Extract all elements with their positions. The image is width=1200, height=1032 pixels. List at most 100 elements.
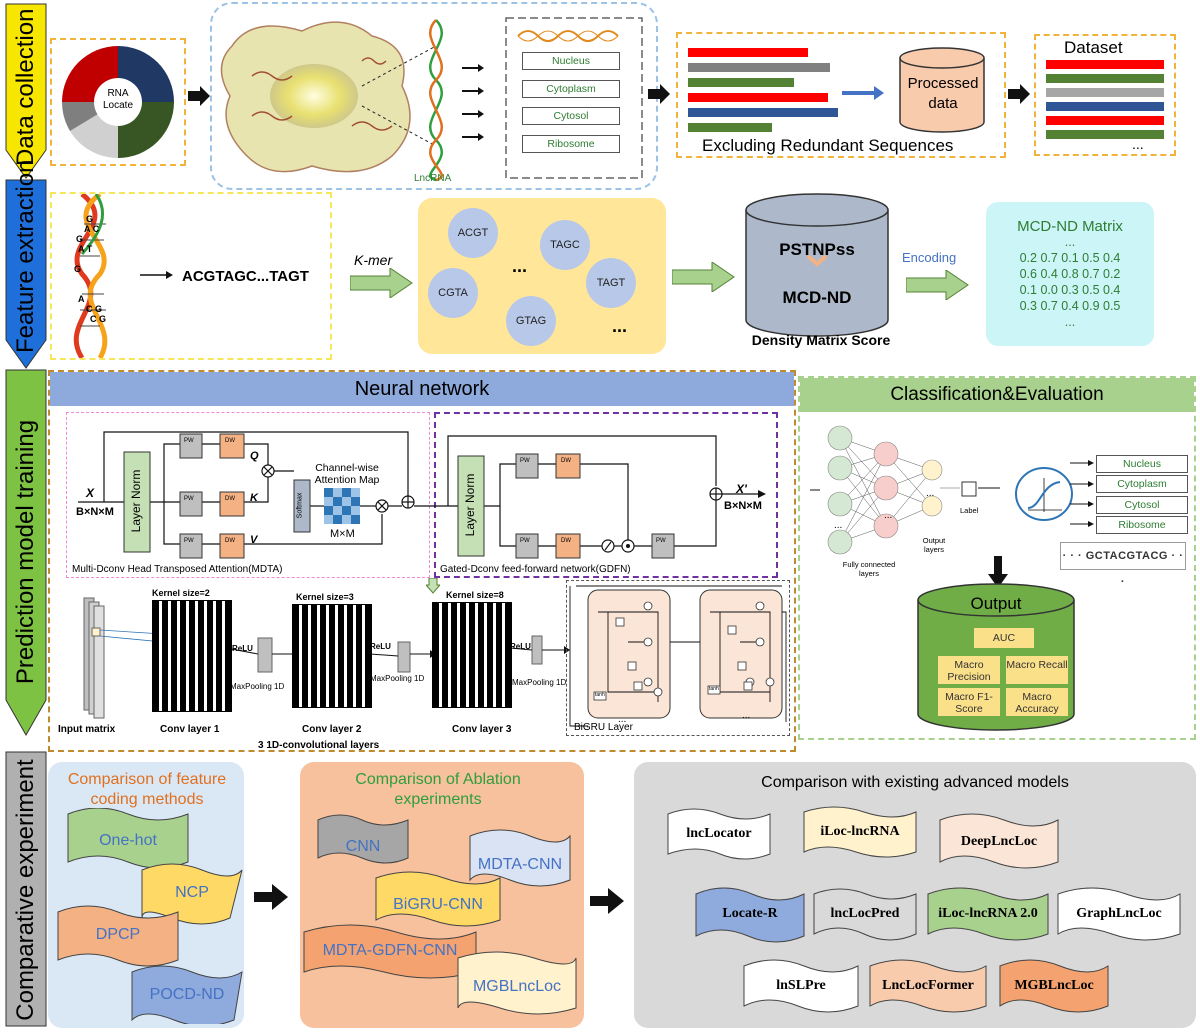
mcdnd-label: MCD-ND <box>782 288 852 307</box>
seq-bar <box>688 78 794 87</box>
kmer-arrow-icon <box>350 268 413 298</box>
dna-letters: G A C G A T G A C G C G <box>74 214 107 324</box>
matrix-title: MCD-ND Matrix <box>1017 218 1123 235</box>
lncrna-label: LncRNA <box>414 173 452 184</box>
class-cytosol: Cytosol <box>1096 496 1188 514</box>
kmer-circle: GTAG <box>506 296 556 346</box>
arrow-right-icon <box>140 271 173 279</box>
conv-layer-3-label: Conv layer 3 <box>452 724 512 735</box>
seq-bar <box>688 93 828 102</box>
pstnpss-label: PSTNPss <box>779 240 855 259</box>
stage-label-comparative: Comparative experiment <box>12 759 39 1021</box>
conv-layer-2-label: Conv layer 2 <box>302 724 362 735</box>
pie-label: RNA Locate <box>102 88 134 111</box>
pie-box <box>50 38 186 166</box>
seq-bar <box>688 108 838 117</box>
arrow-down-icon <box>426 578 440 594</box>
class-nucleus: Nucleus <box>1096 455 1188 473</box>
gdfn-box <box>434 412 778 578</box>
label-text: Label <box>960 506 979 515</box>
conv-stack-1 <box>152 600 232 712</box>
mdta-box <box>66 412 430 578</box>
layer-norm-label: Layer Norm <box>463 473 477 537</box>
kernel-label-3: Kernel size=8 <box>446 590 504 600</box>
maxpool-label: MaxPooling 1D <box>370 674 425 683</box>
attention-map-label: Channel-wise Attention Map <box>314 462 380 486</box>
kmer-circle: ACGT <box>448 208 498 258</box>
dataset-box <box>1034 34 1176 156</box>
arrow-right-icon <box>672 262 735 292</box>
tanh-label: tanh <box>709 686 719 692</box>
fc-ellipsis: ... <box>834 520 843 531</box>
output-title: Output <box>970 594 1022 613</box>
neural-header <box>50 372 794 406</box>
fc-ellipsis: ... <box>926 488 935 499</box>
ablation-mgblncloc: MGBLncLoc <box>472 978 562 995</box>
method-dpcp: DPCP <box>95 926 141 943</box>
model-lnclocformer: LncLocFormer <box>882 978 974 993</box>
attention-map-dims: M×M <box>330 528 355 540</box>
gdfn-caption: Gated-Dconv feed-forward network(GDFN) <box>440 564 631 575</box>
layer-norm-label: Layer Norm <box>129 469 143 533</box>
classification-header <box>800 378 1194 412</box>
method-pocd-nd: POCD-ND <box>149 986 225 1003</box>
dataset-bar <box>1046 88 1164 97</box>
seq-bar <box>688 63 830 72</box>
bigru-ellipsis: ... <box>618 714 627 725</box>
ablation-waves <box>303 814 577 1015</box>
dna-box <box>50 192 332 360</box>
kmer-circle: CGTA <box>428 268 478 318</box>
method-one-hot: One-hot <box>99 832 157 849</box>
relu-label: ReLU <box>370 642 391 651</box>
arrow-right-icon <box>254 884 288 910</box>
arrow-right-icon <box>648 84 670 104</box>
density-cylinder <box>745 193 889 337</box>
stage-arrows <box>5 3 47 1027</box>
sigmoid-icon <box>1015 467 1073 521</box>
dataset-bar <box>1046 74 1164 83</box>
kmer-dots: ... <box>612 316 628 336</box>
softmax-label: Softmax <box>296 492 304 519</box>
conv-layer-1-label: Conv layer 1 <box>160 724 220 735</box>
dna-helix-icon <box>73 194 108 358</box>
conv-caption: 3 1D-convolutional layers <box>258 740 380 751</box>
kmer-circle: TAGT <box>586 258 636 308</box>
metric-f1: Macro F1-Score <box>938 688 1000 716</box>
location-ribosome: Ribosome <box>522 135 620 153</box>
transformer-diagram <box>78 431 766 559</box>
excluding-label: Excluding Redundant Sequences <box>702 136 954 155</box>
matrix-box <box>986 202 1154 346</box>
model-mgblncloc: MGBLncLoc <box>1014 978 1094 993</box>
relu-label: ReLU <box>232 644 253 653</box>
processed-data-label: Processed data <box>907 75 979 112</box>
metric-accuracy: Macro Accuracy <box>1006 688 1068 716</box>
method-ncp: NCP <box>175 884 209 901</box>
tanh-label: tanh <box>595 692 605 698</box>
model-deeplncloc: DeepLncLoc <box>960 834 1038 849</box>
relu-label: ReLU <box>510 642 531 651</box>
sequence-text: ACGTAGC...TAGT <box>182 268 309 285</box>
model-lnslpre: lnSLPre <box>776 978 826 993</box>
arrow-right-icon <box>842 86 884 100</box>
density-label: Density Matrix Score <box>751 332 891 348</box>
redundancy-box <box>676 32 1006 158</box>
model-graphlncloc: GraphLncLoc <box>1076 906 1162 921</box>
dataset-title: Dataset <box>1064 38 1123 57</box>
input-x-label: X <box>86 486 95 500</box>
stage-label-feature-extraction: Feature extraction <box>12 159 39 353</box>
input-matrix-label: Input matrix <box>58 724 116 735</box>
q-label: Q <box>250 450 259 462</box>
neural-title: Neural network <box>354 378 490 400</box>
model-waves <box>667 806 1181 1013</box>
fully-connected-network <box>810 425 1000 555</box>
bigru-box <box>566 580 790 736</box>
output-x-label: X' <box>736 482 747 496</box>
ablation-title: Comparison of Ablation experiments <box>355 771 521 808</box>
cell-illustration <box>220 17 643 182</box>
output-arrows <box>1070 460 1094 527</box>
bigru-label: BiGRU Layer <box>574 722 633 733</box>
rna-locate-pie <box>61 46 174 159</box>
bigru-diagram <box>569 585 787 727</box>
metric-recall: Macro Recall <box>1006 656 1068 684</box>
model-lnclocator: lncLocator <box>686 826 752 841</box>
